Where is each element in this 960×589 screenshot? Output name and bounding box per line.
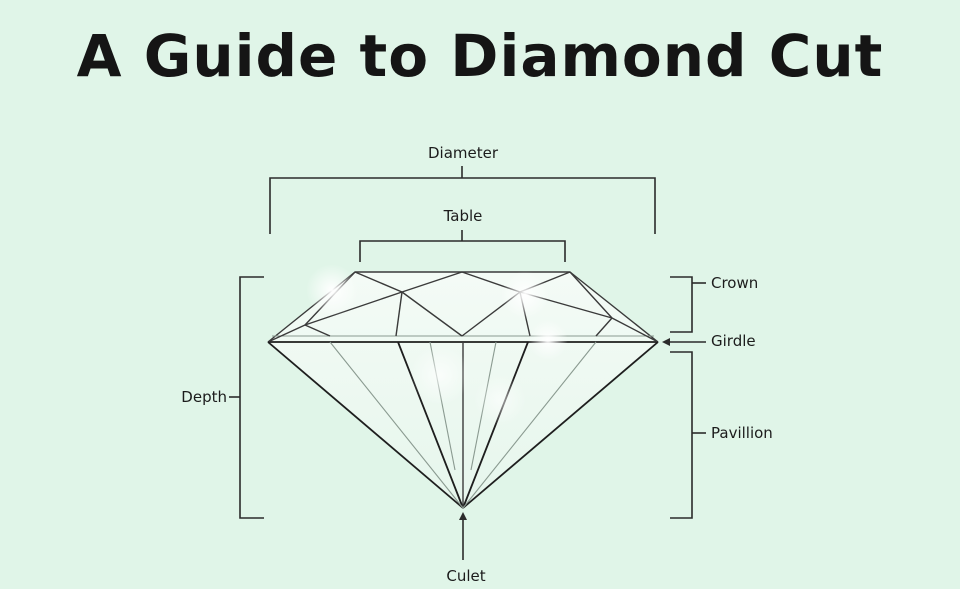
crown-bracket [670, 276, 706, 333]
culet-pointer [459, 512, 467, 560]
crown-label: Crown [711, 274, 758, 292]
girdle-label: Girdle [711, 332, 756, 350]
table-bracket [359, 230, 566, 262]
diamond-illustration [267, 264, 659, 509]
diameter-bracket [269, 166, 656, 234]
culet-label: Culet [446, 567, 485, 585]
depth-label: Depth [181, 388, 227, 406]
diameter-label: Diameter [428, 144, 499, 162]
page-title: A Guide to Diamond Cut [76, 22, 884, 90]
table-label: Table [443, 207, 483, 225]
pavillion-bracket [670, 351, 706, 519]
depth-bracket [229, 276, 264, 519]
pavillion-label: Pavillion [711, 424, 773, 442]
girdle-pointer [662, 338, 706, 346]
